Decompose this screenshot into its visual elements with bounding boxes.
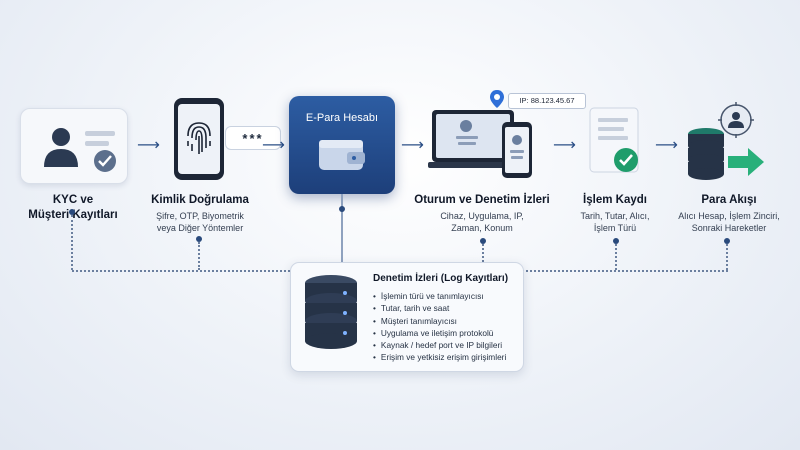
stage-auth-subtitle: Şifre, OTP, Biyometrik veya Diğer Yöntem…: [156, 211, 244, 233]
dotted-connector: [71, 215, 73, 270]
database-icon: [305, 275, 357, 349]
connector-line: [341, 194, 343, 262]
ip-address-label: IP: 88.123.45.67: [508, 93, 586, 109]
document-check-icon: [589, 107, 639, 173]
connector-dot: [613, 238, 619, 244]
database-arrow-icon: [688, 102, 764, 180]
arrow-right-icon: ⟶: [553, 137, 576, 154]
stage-money-flow-title: Para Akışı: [701, 194, 757, 206]
list-item: Erişim ve yetkisiz erişim girişimleri: [373, 351, 506, 363]
stage-session-title: Oturum ve Denetim İzleri: [414, 194, 550, 206]
dotted-connector: [726, 244, 728, 270]
location-pin-icon: [490, 90, 504, 108]
audit-log-panel: Denetim İzleri (Log Kayıtları) İşlemin t…: [290, 262, 524, 372]
arrow-right-icon: ⟶: [137, 137, 160, 154]
arrow-right-icon: ⟶: [655, 137, 678, 154]
dotted-connector: [522, 270, 728, 272]
stage-money-flow-subtitle: Alıcı Hesap, İşlem Zinciri, Sonraki Hare…: [678, 211, 780, 233]
stage-session-subtitle: Cihaz, Uygulama, IP, Zaman, Konum: [440, 211, 524, 233]
dotted-connector: [482, 244, 484, 262]
kyc-card: [20, 108, 128, 184]
stage-auth-title: Kimlik Doğrulama: [151, 194, 249, 206]
audit-log-list: İşlemin türü ve tanımlayıcısı Tutar, tar…: [373, 290, 506, 364]
connector-dot: [196, 236, 202, 242]
dotted-connector: [198, 242, 200, 270]
arrow-right-icon: ⟶: [401, 137, 424, 154]
arrow-right-icon: ⟶: [262, 137, 285, 154]
audit-log-title: Denetim İzleri (Log Kayıtları): [373, 273, 509, 284]
wallet-icon: [319, 140, 365, 170]
fingerprint-phone-icon: [174, 98, 224, 180]
list-item: Tutar, tarih ve saat: [373, 302, 506, 314]
stage-kyc-title: KYC ve Müşteri Kayıtları: [28, 194, 118, 221]
id-card-icon: [44, 128, 116, 172]
list-item: Kaynak / hedef port ve IP bilgileri: [373, 339, 506, 351]
password-bubble: ***: [225, 126, 281, 150]
connector-dot: [724, 238, 730, 244]
connector-dot: [480, 238, 486, 244]
e-money-account-card: E-Para Hesabı: [289, 96, 395, 194]
connector-dot: [69, 209, 75, 215]
connector-dot: [339, 206, 345, 212]
list-item: Uygulama ve iletişim protokolü: [373, 327, 506, 339]
e-money-account-title: E-Para Hesabı: [305, 112, 379, 124]
stage-transaction-subtitle: Tarih, Tutar, Alıcı, İşlem Türü: [580, 211, 650, 233]
dotted-connector: [72, 270, 290, 272]
list-item: Müşteri tanımlayıcısı: [373, 315, 506, 327]
stage-transaction-title: İşlem Kaydı: [583, 194, 647, 206]
devices-icon: [428, 110, 532, 178]
list-item: İşlemin türü ve tanımlayıcısı: [373, 290, 506, 302]
dotted-connector: [615, 244, 617, 270]
